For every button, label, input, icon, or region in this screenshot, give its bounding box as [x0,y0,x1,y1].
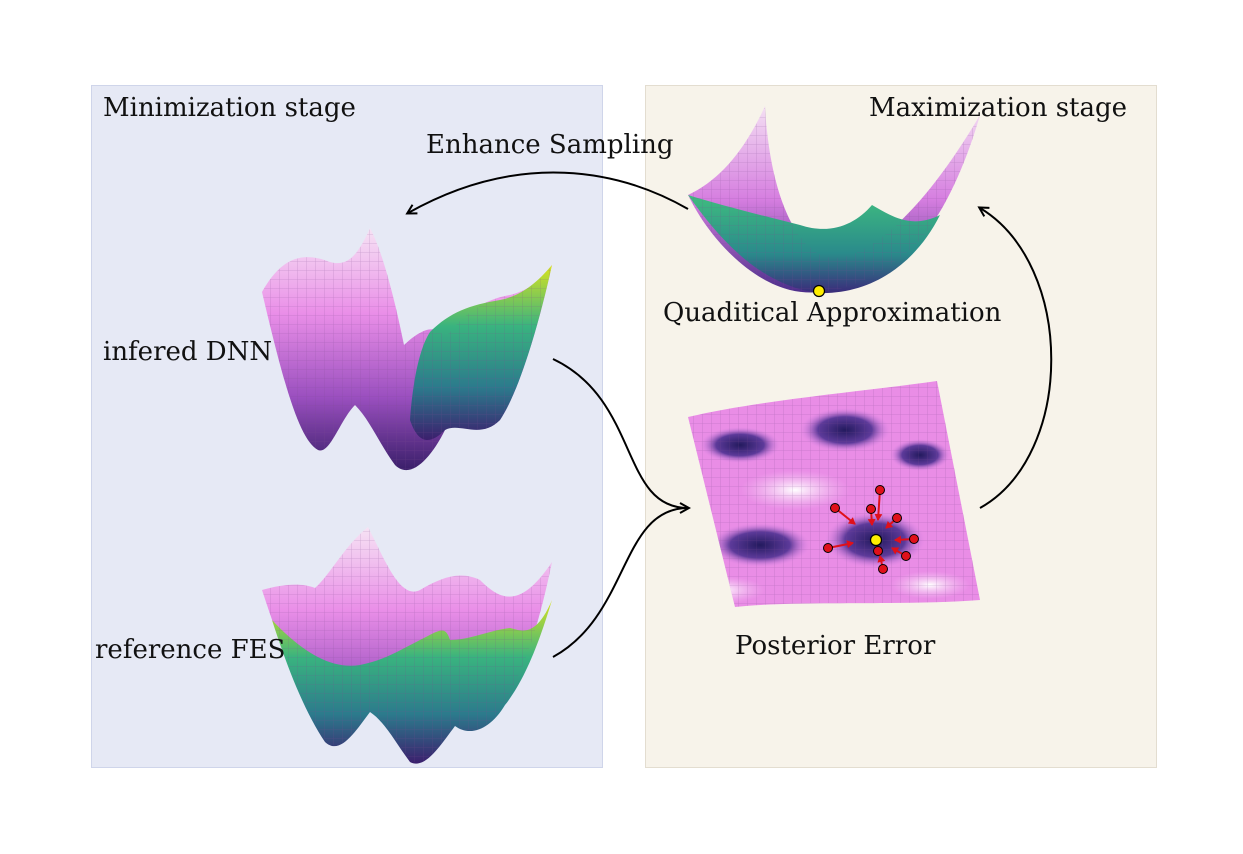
quadratic-bowl-surface [688,106,980,298]
posterior-error-surface [688,381,980,607]
bowl-minimum-point [812,284,826,298]
minimization-stage-title: Minimization stage [103,93,356,123]
arrow-dnn-to-error [552,358,688,508]
quadratic-approximation-label: Quaditical Approximation [663,298,1002,328]
error-minimum-point [869,533,883,547]
arrow-fes-to-error [552,507,689,658]
arrow-error-to-quadratic [980,208,1053,509]
sample-points [823,485,919,574]
infered-dnn-surface [262,228,552,471]
posterior-error-label: Posterior Error [735,631,936,661]
reference-fes-label: reference FES [95,635,286,665]
maximization-stage-title: Maximization stage [869,93,1128,123]
enhance-sampling-label: Enhance Sampling [426,130,674,160]
arrow-enhance-sampling [408,171,689,213]
reference-fes-surface [262,527,552,764]
infered-dnn-label: infered DNN [103,337,273,367]
